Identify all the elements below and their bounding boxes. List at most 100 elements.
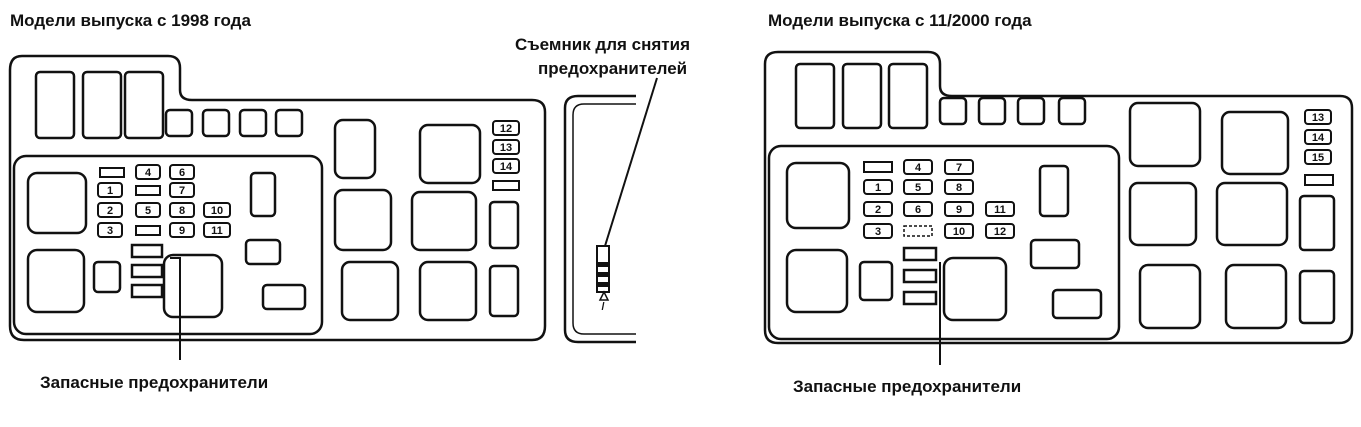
right-spare-fuse-2 (902, 268, 938, 284)
right-fuse-6-label: 6 (915, 204, 921, 216)
left-spare-label: Запасные предохранители (40, 373, 268, 392)
right-fuse-12-label: 12 (994, 226, 1006, 238)
left-fuse-10 (203, 202, 231, 218)
left-maxi-fuse-2 (261, 283, 307, 311)
right-fuse-5 (903, 179, 933, 195)
left-fuse-5 (135, 202, 161, 218)
right-relay-r2 (1220, 110, 1290, 176)
left-fuse-2-label: 2 (107, 205, 113, 217)
puller-detail-1 (598, 262, 608, 267)
left-fuse-8-label: 8 (179, 205, 185, 217)
puller-leader (604, 77, 658, 247)
right-spare-fuse-1 (902, 246, 938, 262)
left-spare-leader (170, 257, 181, 360)
left-relay-r4 (410, 190, 478, 252)
right-fuse-10 (944, 223, 974, 239)
left-fuse-7-label: 7 (179, 185, 185, 197)
left-relay-r5 (340, 260, 400, 322)
left-title: Модели выпуска с 1998 года (10, 11, 251, 30)
right-fuse-15 (1304, 149, 1332, 165)
left-fuse-empty (99, 167, 125, 178)
left-relay-r3 (333, 188, 393, 252)
right-fuse-5-label: 5 (915, 182, 921, 194)
left-fuse-12-label: 12 (500, 123, 512, 135)
left-relay-r2 (418, 123, 482, 185)
left-spare-fuse-2 (130, 263, 164, 279)
left-relay-r6 (418, 260, 478, 322)
right-fuse-7 (944, 159, 974, 175)
left-fuse-3 (97, 222, 123, 238)
left-housing (8, 54, 547, 342)
right-fuse-15-label: 15 (1312, 152, 1324, 164)
puller-body (596, 245, 610, 293)
right-relay-r5 (1138, 263, 1202, 330)
right-housing (763, 50, 1354, 345)
right-maxi-fuse-1 (1029, 238, 1081, 270)
right-relay-2 (841, 62, 883, 130)
right-fuse-4-label: 4 (915, 162, 922, 174)
left-fuse-11 (203, 222, 231, 238)
left-small-block-4 (274, 108, 304, 138)
puller-jaw (598, 290, 610, 301)
puller-detail-2 (598, 272, 608, 277)
right-maxi-fuse-2 (1051, 288, 1103, 320)
left-fuse-6-label: 6 (179, 167, 185, 179)
right-large-block (785, 161, 851, 230)
right-title: Модели выпуска с 11/2000 года (768, 11, 1032, 30)
right-fuse-1 (863, 179, 893, 195)
left-fuse-14 (492, 158, 520, 174)
right-fuse-7-label: 7 (956, 162, 962, 174)
puller-mark: / (601, 301, 604, 313)
puller-housing-outer (563, 94, 636, 344)
left-fuse-9-label: 9 (179, 225, 185, 237)
right-fuse-14 (1304, 129, 1332, 145)
right-fuse-2 (863, 201, 893, 217)
right-relay-r6 (1224, 263, 1288, 330)
left-fuse-4 (135, 164, 161, 180)
right-relay-r4 (1215, 181, 1289, 247)
right-large-relay (942, 256, 1008, 322)
puller-detail-3 (598, 282, 608, 287)
right-tall-block-2 (1298, 269, 1336, 325)
right-relay-r3 (1128, 181, 1198, 247)
right-fuse-8 (944, 179, 974, 195)
left-fuse-9 (169, 222, 195, 238)
left-fuse-8 (169, 202, 195, 218)
left-large-block-2 (26, 248, 86, 314)
left-small-block-1 (164, 108, 194, 138)
right-fuse-11-label: 11 (994, 204, 1006, 216)
left-relay-3 (123, 70, 165, 140)
puller-housing-inner (572, 103, 636, 335)
right-fuse-14-label: 14 (1312, 132, 1325, 144)
left-fuse-empty-3 (135, 225, 161, 236)
right-spare-fuse-3 (902, 290, 938, 306)
left-fuse-2 (97, 202, 123, 218)
left-fuse-empty-r (492, 180, 520, 191)
left-spare-fuse-3 (130, 283, 164, 299)
right-fuse-8-label: 8 (956, 182, 962, 194)
left-fuse-3-label: 3 (107, 225, 113, 237)
right-fuse-11 (985, 201, 1015, 217)
left-fuse-6 (169, 164, 195, 180)
left-fuse-1 (97, 182, 123, 198)
right-fuse-12 (985, 223, 1015, 239)
left-fuse-7 (169, 182, 195, 198)
left-small-block-2 (201, 108, 231, 138)
left-tall-block-1 (488, 200, 520, 250)
right-fuse-13 (1304, 109, 1332, 125)
right-inner-panel (767, 144, 1121, 341)
right-spare-label: Запасные предохранители (793, 377, 1021, 396)
left-fuse-14-label: 14 (500, 161, 513, 173)
right-small-block-3 (1016, 96, 1046, 126)
right-fuse-empty-dashed (903, 225, 933, 237)
left-large-relay (162, 253, 224, 319)
left-fuse-11-label: 11 (211, 225, 223, 237)
left-tall-fuse (249, 171, 277, 218)
right-fuse-empty (863, 161, 893, 173)
left-inner-panel (12, 154, 324, 336)
right-small-block-4 (1057, 96, 1087, 126)
left-tall-block-2 (488, 264, 520, 318)
left-fuse-10-label: 10 (211, 205, 223, 217)
right-fuse-9 (944, 201, 974, 217)
